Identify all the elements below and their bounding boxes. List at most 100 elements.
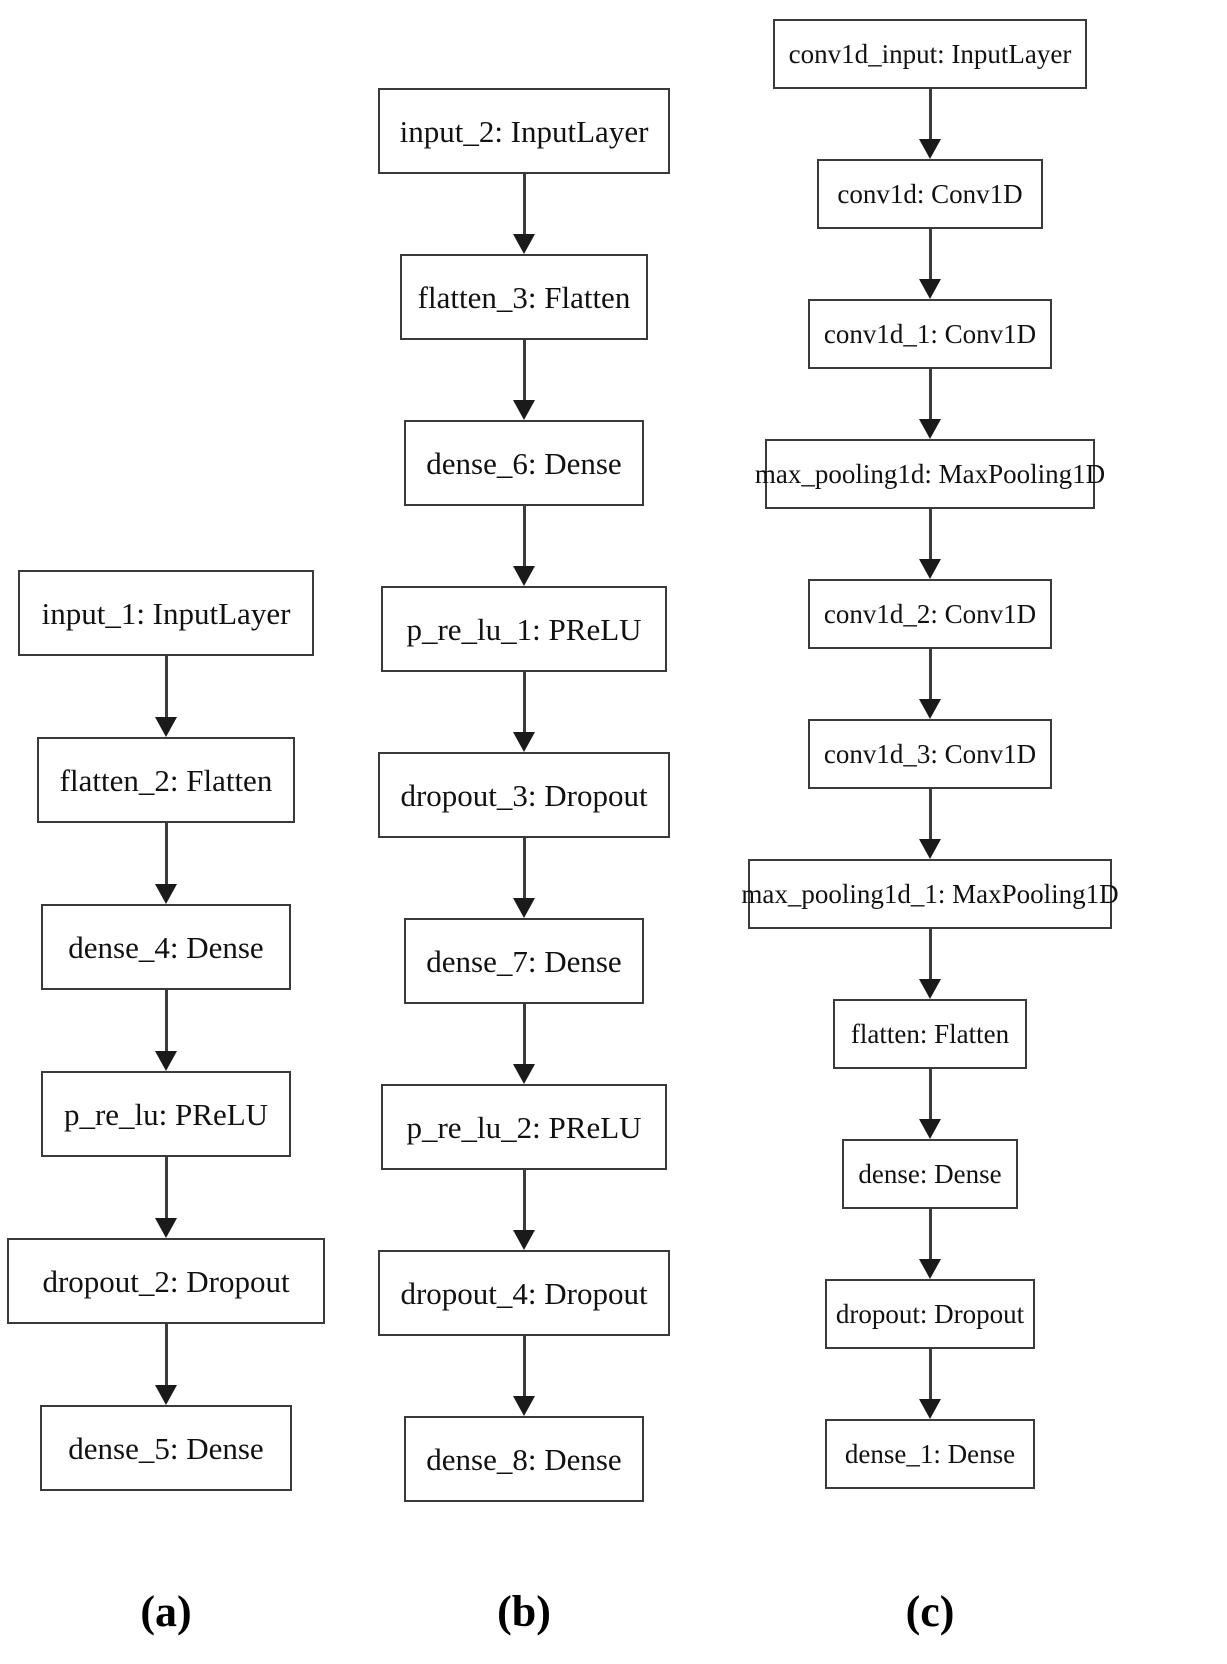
arrow-head-icon [513, 234, 535, 254]
layer-node-dense[interactable]: dense: Dense [842, 1139, 1018, 1209]
edge-connector [929, 369, 932, 423]
arrow-head-icon [919, 979, 941, 999]
layer-node-conv1d[interactable]: conv1d: Conv1D [817, 159, 1043, 229]
arrow-head-icon [919, 1259, 941, 1279]
layer-node-label: p_re_lu_2: PReLU [406, 1109, 642, 1145]
layer-node-p_re_lu_2[interactable]: p_re_lu_2: PReLU [381, 1084, 667, 1170]
edge-connector [929, 1209, 932, 1263]
edge-connector [523, 1004, 526, 1068]
arrow-head-icon [155, 1218, 177, 1238]
layer-node-label: conv1d_2: Conv1D [823, 598, 1037, 629]
layer-node-input_2[interactable]: input_2: InputLayer [378, 88, 670, 174]
layer-node-max_pooling1d_1[interactable]: max_pooling1d_1: MaxPooling1D [741, 859, 1119, 929]
layer-node-p_re_lu_1[interactable]: p_re_lu_1: PReLU [381, 586, 667, 672]
layer-node-label: dropout: Dropout [835, 1298, 1025, 1329]
edge-connector [165, 990, 168, 1055]
arrow-head-icon [155, 884, 177, 904]
edge-connector [929, 1349, 932, 1403]
layer-node-label: conv1d_3: Conv1D [823, 738, 1037, 769]
layer-node-dense_5[interactable]: dense_5: Dense [40, 1405, 292, 1491]
edge-connector [165, 1324, 168, 1389]
edge-connector [929, 649, 932, 703]
edge-connector [523, 1170, 526, 1234]
layer-node-dense_7[interactable]: dense_7: Dense [404, 918, 644, 1004]
layer-node-label: dense_8: Dense [426, 1441, 622, 1477]
layer-node-label: max_pooling1d: MaxPooling1D [754, 458, 1106, 489]
panel-caption-a: (a) [140, 1587, 192, 1636]
layer-node-label: input_1: InputLayer [41, 595, 291, 631]
layer-node-dense_8[interactable]: dense_8: Dense [404, 1416, 644, 1502]
edge-connector [929, 229, 932, 283]
layer-node-conv1d_input[interactable]: conv1d_input: InputLayer [773, 19, 1087, 89]
layer-node-label: p_re_lu_1: PReLU [406, 611, 642, 647]
layer-node-dropout[interactable]: dropout: Dropout [825, 1279, 1035, 1349]
layer-node-label: conv1d_input: InputLayer [788, 38, 1072, 69]
arrow-head-icon [919, 1119, 941, 1139]
edge-connector [929, 1069, 932, 1123]
layer-node-dense_6[interactable]: dense_6: Dense [404, 420, 644, 506]
layer-node-flatten_2[interactable]: flatten_2: Flatten [37, 737, 295, 823]
layer-node-label: input_2: InputLayer [399, 113, 649, 149]
edge-connector [929, 509, 932, 563]
layer-node-label: dropout_3: Dropout [400, 777, 648, 813]
arrow-head-icon [919, 419, 941, 439]
arrow-head-icon [513, 898, 535, 918]
layer-node-dropout_2[interactable]: dropout_2: Dropout [7, 1238, 325, 1324]
edge-connector [929, 789, 932, 843]
layer-node-p_re_lu[interactable]: p_re_lu: PReLU [41, 1071, 291, 1157]
edge-connector [523, 340, 526, 404]
layer-node-label: dense_1: Dense [844, 1438, 1016, 1469]
panel-caption-c: (c) [905, 1587, 955, 1636]
edge-connector [523, 838, 526, 902]
layer-node-dropout_3[interactable]: dropout_3: Dropout [378, 752, 670, 838]
layer-node-label: dense_7: Dense [426, 943, 622, 979]
layer-node-label: flatten_2: Flatten [59, 762, 273, 798]
edge-connector [523, 506, 526, 570]
layer-node-conv1d_2[interactable]: conv1d_2: Conv1D [808, 579, 1052, 649]
edge-connector [523, 1336, 526, 1400]
arrow-head-icon [919, 279, 941, 299]
edge-connector [523, 672, 526, 736]
layer-node-conv1d_1[interactable]: conv1d_1: Conv1D [808, 299, 1052, 369]
layer-node-flatten_3[interactable]: flatten_3: Flatten [400, 254, 648, 340]
layer-node-label: dropout_4: Dropout [400, 1275, 648, 1311]
arrow-head-icon [155, 717, 177, 737]
layer-node-label: conv1d_1: Conv1D [823, 318, 1037, 349]
edge-connector [165, 1157, 168, 1222]
edge-connector [523, 174, 526, 238]
arrow-head-icon [155, 1051, 177, 1071]
layer-node-label: dropout_2: Dropout [42, 1263, 290, 1299]
arrow-head-icon [513, 732, 535, 752]
layer-node-max_pooling1d[interactable]: max_pooling1d: MaxPooling1D [755, 439, 1105, 509]
edge-connector [165, 823, 168, 888]
arrow-head-icon [513, 400, 535, 420]
layer-node-dropout_4[interactable]: dropout_4: Dropout [378, 1250, 670, 1336]
arrow-head-icon [919, 839, 941, 859]
layer-node-label: max_pooling1d_1: MaxPooling1D [741, 878, 1119, 909]
arrow-head-icon [513, 1064, 535, 1084]
arrow-head-icon [919, 699, 941, 719]
layer-node-label: flatten: Flatten [850, 1018, 1010, 1049]
layer-node-label: dense: Dense [858, 1158, 1002, 1189]
arrow-head-icon [513, 1230, 535, 1250]
layer-node-dense_1[interactable]: dense_1: Dense [825, 1419, 1035, 1489]
arrow-head-icon [919, 559, 941, 579]
arrow-head-icon [919, 1399, 941, 1419]
panel-caption-b: (b) [497, 1587, 551, 1636]
layer-node-label: p_re_lu: PReLU [63, 1096, 269, 1132]
edge-connector [165, 656, 168, 721]
layer-node-label: flatten_3: Flatten [417, 279, 631, 315]
arrow-head-icon [513, 566, 535, 586]
layer-node-conv1d_3[interactable]: conv1d_3: Conv1D [808, 719, 1052, 789]
layer-node-label: dense_5: Dense [68, 1430, 264, 1466]
arrow-head-icon [919, 139, 941, 159]
layer-node-input_1[interactable]: input_1: InputLayer [18, 570, 314, 656]
arrow-head-icon [155, 1385, 177, 1405]
edge-connector [929, 89, 932, 143]
layer-node-dense_4[interactable]: dense_4: Dense [41, 904, 291, 990]
layer-node-label: dense_6: Dense [426, 445, 622, 481]
layer-node-flatten[interactable]: flatten: Flatten [833, 999, 1027, 1069]
edge-connector [929, 929, 932, 983]
layer-node-label: conv1d: Conv1D [837, 178, 1023, 209]
